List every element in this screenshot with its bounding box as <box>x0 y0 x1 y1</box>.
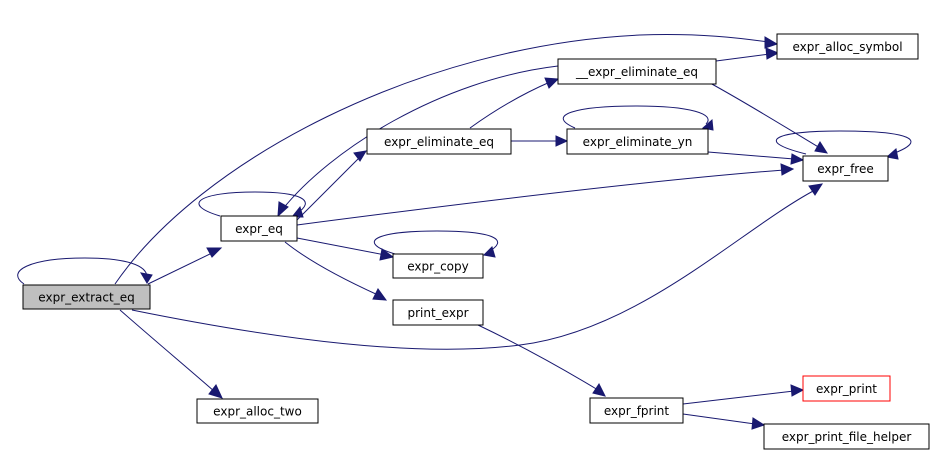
node-label: print_expr <box>407 306 468 320</box>
edge-__expr_eliminate_eq-to-expr_free <box>709 82 829 154</box>
node-expr_alloc_two[interactable]: expr_alloc_two <box>196 398 319 424</box>
node-expr_fprint[interactable]: expr_fprint <box>589 397 684 424</box>
edge-expr_fprint-to-expr_print <box>682 384 805 405</box>
edge-__expr_eliminate_eq-to-expr_eq <box>277 65 559 218</box>
edges <box>17 34 912 430</box>
node-label: expr_eliminate_yn <box>583 135 693 149</box>
node-label: expr_eq <box>235 222 283 236</box>
node-label: expr_fprint <box>604 404 670 418</box>
node-expr_eq[interactable]: expr_eq <box>220 215 298 242</box>
edge-expr_eq-to-print_expr <box>284 241 388 301</box>
node-label: expr_print <box>816 382 877 396</box>
edge-__expr_eliminate_eq-to-expr_alloc_symbol <box>715 47 780 62</box>
edge-expr_extract_eq-to-expr_alloc_two <box>119 309 223 399</box>
node-label: expr_print_file_helper <box>782 430 912 444</box>
node-print_expr[interactable]: print_expr <box>392 299 484 326</box>
node-expr_free[interactable]: expr_free <box>802 155 889 182</box>
edge-expr_eq-to-expr_eliminate_eq <box>296 150 367 221</box>
node-expr_copy[interactable]: expr_copy <box>392 253 484 279</box>
node-label: expr_alloc_two <box>213 405 302 419</box>
nodes: expr_extract_eq expr_eq expr_alloc_two e… <box>22 33 930 450</box>
edge-expr_extract_eq-to-expr_alloc_symbol <box>114 34 779 285</box>
edge-expr_eliminate_yn-to-expr_eliminate_yn <box>562 105 714 131</box>
node-label: expr_extract_eq <box>38 291 134 305</box>
node-expr_eliminate_eq[interactable]: expr_eliminate_eq <box>366 128 512 155</box>
edge-expr_eq-to-expr_free <box>296 163 795 226</box>
edge-expr_eliminate_eq-to-__expr_eliminate_eq <box>469 77 560 129</box>
edge-expr_eq-to-expr_eq <box>198 191 306 218</box>
edge-expr_extract_eq-to-expr_free <box>131 183 824 350</box>
node-expr_extract_eq[interactable]: expr_extract_eq <box>22 284 151 310</box>
node-expr_print_file_helper[interactable]: expr_print_file_helper <box>763 423 930 450</box>
node-label: expr_copy <box>407 260 468 274</box>
edge-expr_fprint-to-expr_print_file_helper <box>682 413 766 430</box>
node-label: expr_alloc_symbol <box>792 40 902 54</box>
edge-print_expr-to-expr_fprint <box>477 324 606 397</box>
edge-expr_extract_eq-to-expr_extract_eq <box>17 257 153 285</box>
edge-expr_eq-to-expr_copy <box>296 237 395 261</box>
node-label: __expr_eliminate_eq <box>575 65 698 79</box>
edge-expr_eliminate_yn-to-expr_free <box>707 151 805 165</box>
node-label: expr_eliminate_eq <box>384 135 494 149</box>
node-expr_alloc_symbol[interactable]: expr_alloc_symbol <box>776 33 919 60</box>
edge-expr_copy-to-expr_copy <box>373 230 499 258</box>
edge-expr_extract_eq-to-expr_eq <box>147 247 223 285</box>
edge-expr_eliminate_eq-to-expr_eliminate_yn <box>511 135 569 147</box>
node-expr_eliminate_yn[interactable]: expr_eliminate_yn <box>566 128 709 155</box>
node-expr_print[interactable]: expr_print <box>802 375 891 402</box>
edge-expr_free-to-expr_free <box>775 130 912 160</box>
node-__expr_eliminate_eq[interactable]: __expr_eliminate_eq <box>557 58 717 85</box>
node-label: expr_free <box>817 162 873 176</box>
